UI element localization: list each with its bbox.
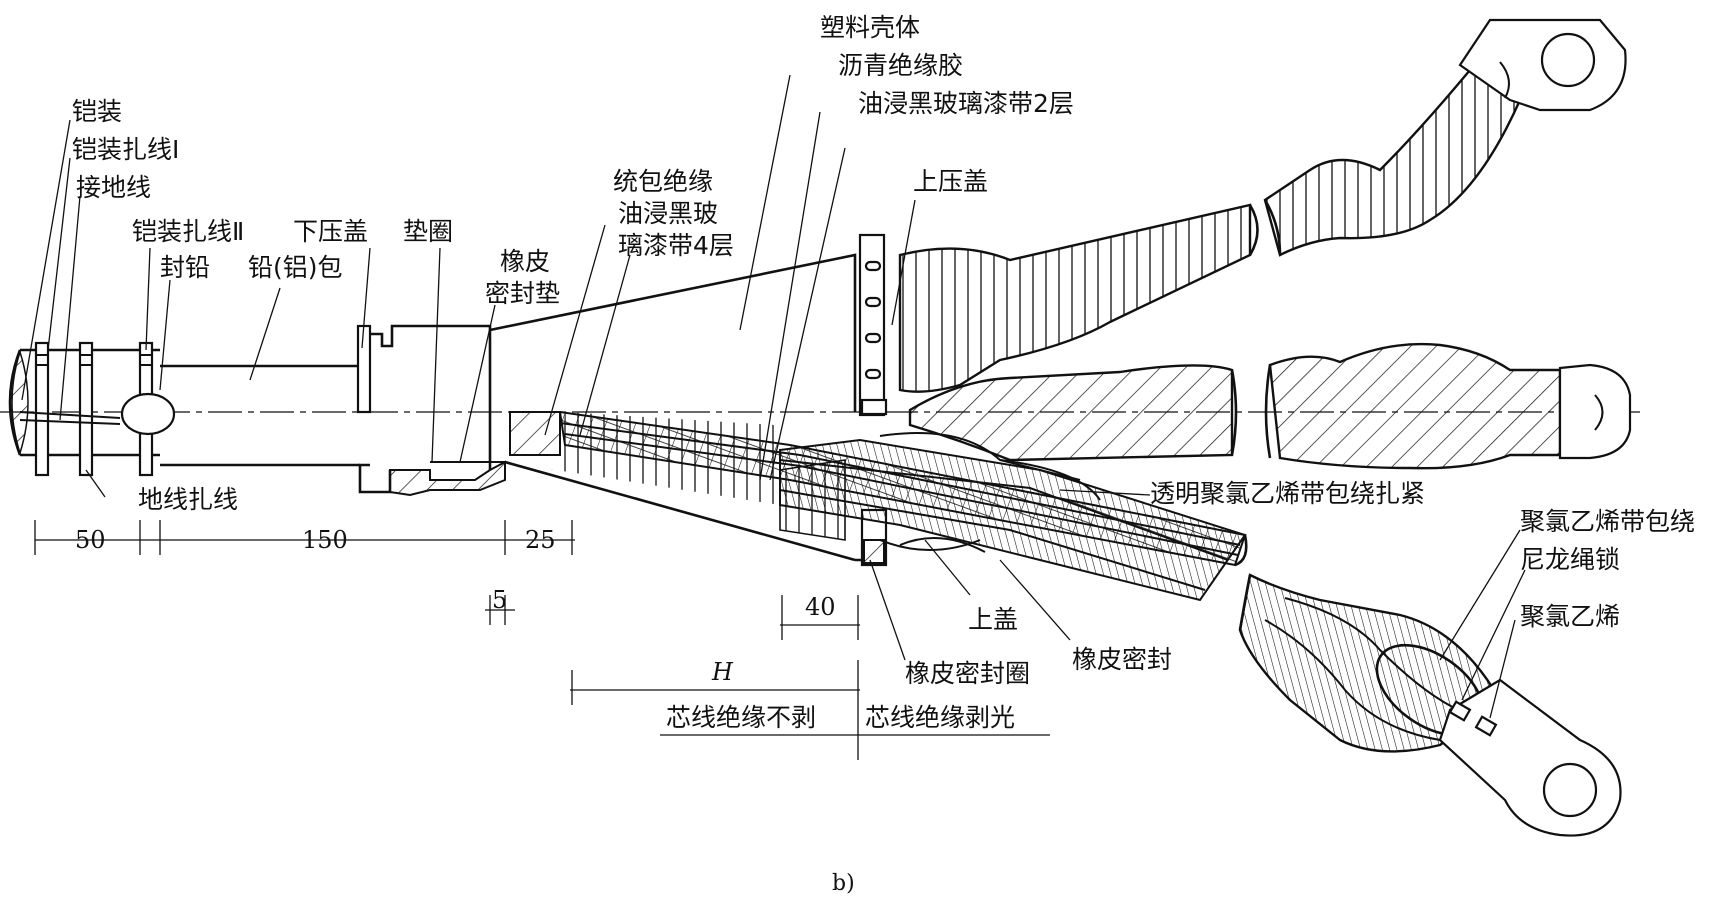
label-lead-sheath: 铅(铝)包 [248,253,343,282]
label-ground-tie: 地线扎线 [138,485,238,514]
label-rubber: 橡皮 [500,247,550,276]
label-pvc-tape-tight: 透明聚氯乙烯带包绕扎紧 [1150,479,1425,508]
label-seal-pad: 密封垫 [485,279,560,308]
label-lower-cap: 下压盖 [293,217,368,246]
break-lines [1230,199,1282,631]
label-asphalt-glue: 沥青绝缘胶 [838,51,963,80]
dim-h: H [711,658,734,686]
label-washer: 垫圈 [403,217,453,246]
labels: 铠装 铠装扎线Ⅰ 接地线 铠装扎线Ⅱ 封铅 下压盖 铅(铝)包 垫圈 橡皮 密封… [72,13,1695,896]
label-plastic-shell: 塑料壳体 [820,13,920,42]
label-rubber-seal-ring: 橡皮密封圈 [905,659,1030,688]
dim-5: 5 [492,586,507,614]
lower-lug [1438,678,1622,837]
dim-25: 25 [525,526,556,554]
label-armor: 铠装 [72,97,122,126]
label-top-cover: 上盖 [968,605,1018,634]
middle-core [908,342,1632,470]
label-oil-tape-2-layers: 油浸黑玻璃漆带2层 [858,89,1074,118]
dim-40: 40 [805,593,836,621]
label-armor-tie-2: 铠装扎线Ⅱ [132,217,244,246]
label-oil-tape-1: 油浸黑玻 [618,199,718,228]
label-nylon-lock: 尼龙绳锁 [1520,545,1620,574]
armor-tie-1-band [34,341,50,477]
label-armor-tie-1: 铠装扎线Ⅰ [72,135,179,164]
label-lead-seal: 封铅 [160,253,210,282]
upper-core [898,18,1627,393]
label-core-stripped: 芯线绝缘剥光 [865,703,1015,732]
label-ground-wire: 接地线 [76,173,151,202]
figure-caption: b) [832,871,855,896]
label-upper-cap: 上压盖 [913,167,988,196]
label-pvc: 聚氯乙烯 [1520,602,1620,631]
dim-150: 150 [302,526,348,554]
dim-50: 50 [75,526,106,554]
label-overall-insulation: 统包绝缘 [613,167,713,196]
lead-seal-blob [120,392,176,436]
lower-core [1238,573,1622,837]
lower-cap-flange [356,324,372,414]
label-core-not-stripped: 芯线绝缘不剥 [666,703,816,732]
dimension-lines [34,520,1050,760]
middle-lug [1558,363,1632,460]
label-rubber-seal: 橡皮密封 [1072,645,1172,674]
label-pvc-tape-wrap: 聚氯乙烯带包绕 [1520,507,1695,536]
leader-lines [21,74,1526,719]
label-oil-tape-2: 璃漆带4层 [618,231,734,260]
left-cable [0,324,1640,497]
